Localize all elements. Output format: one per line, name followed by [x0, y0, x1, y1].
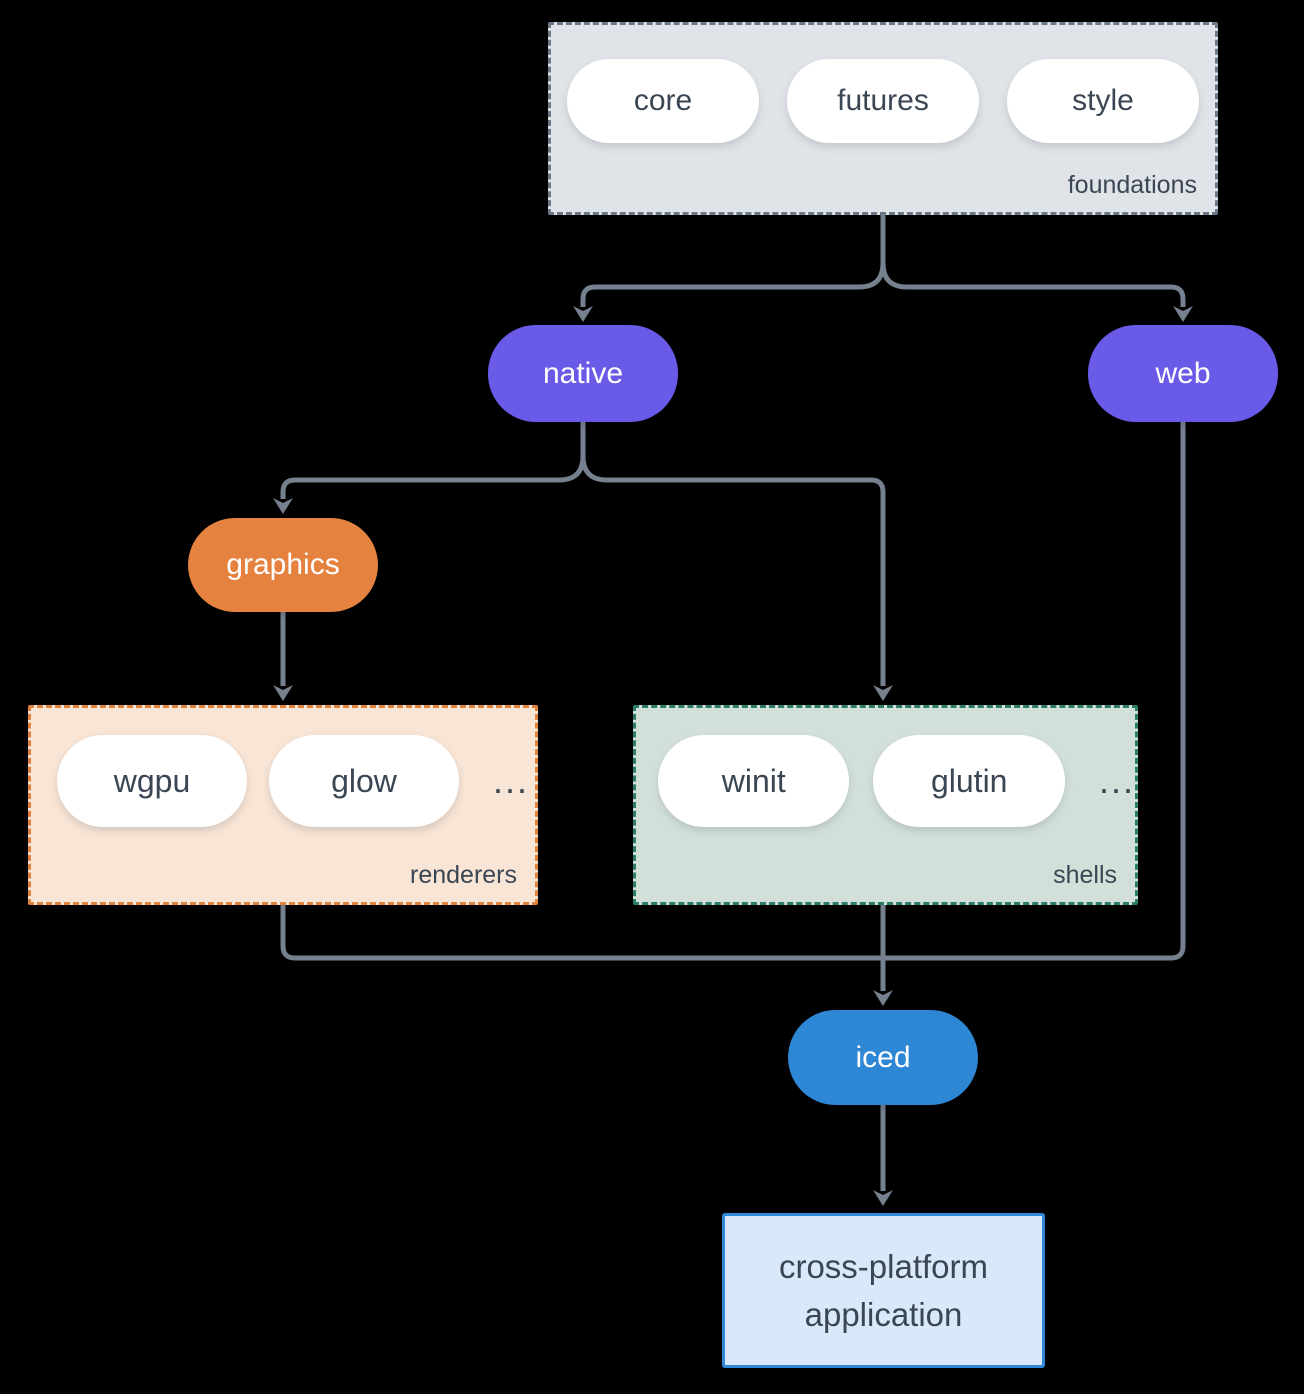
arrowhead-web [1173, 306, 1193, 322]
node-futures-label: futures [837, 84, 929, 117]
arrowhead-renderers [273, 685, 293, 701]
group-renderers: wgpu glow ... renderers [28, 705, 538, 905]
node-graphics-label: graphics [226, 548, 340, 581]
node-native-label: native [542, 356, 624, 390]
group-shells-label: shells [1053, 861, 1117, 889]
node-iced: iced [788, 1010, 978, 1105]
edge-foundations-web [880, 262, 1186, 307]
group-foundations-label: foundations [1067, 171, 1197, 199]
group-foundations: core futures style foundations [548, 22, 1218, 215]
node-web-label: web [1155, 356, 1211, 390]
node-style: style [1007, 59, 1199, 143]
node-web: web [1088, 325, 1278, 422]
node-glutin: glutin [873, 735, 1065, 827]
node-application: cross-platform application [722, 1213, 1045, 1368]
foundations-pills: core futures style [551, 25, 1215, 143]
arrowhead-native [573, 306, 593, 322]
node-glutin-label: glutin [930, 762, 1008, 799]
arrowhead-application [873, 1190, 893, 1206]
node-glow-label: glow [331, 762, 397, 799]
arrowhead-shells [873, 685, 893, 701]
node-winit-label: winit [721, 762, 786, 799]
node-iced-label: iced [855, 1040, 911, 1074]
group-shells: winit glutin ... shells [633, 705, 1138, 905]
edge-native-shells [580, 455, 886, 686]
connector-lines [280, 215, 1186, 1191]
renderers-ellipsis: ... [493, 760, 530, 801]
shells-ellipsis: ... [1098, 760, 1135, 801]
node-glow: glow [269, 735, 459, 827]
node-application-label-line1: cross-platform [778, 1247, 989, 1285]
edge-foundations-native [580, 215, 886, 307]
node-style-label: style [1072, 84, 1134, 117]
edge-native-graphics [280, 422, 586, 499]
renderers-pills: wgpu glow ... [31, 708, 535, 827]
arrowhead-graphics [273, 498, 293, 514]
node-core: core [567, 59, 759, 143]
node-winit: winit [658, 735, 850, 827]
node-wgpu: wgpu [57, 735, 247, 827]
node-wgpu-label: wgpu [113, 762, 191, 799]
node-core-label: core [633, 84, 693, 117]
node-graphics: graphics [188, 518, 378, 612]
group-renderers-label: renderers [410, 861, 517, 889]
node-native: native [488, 325, 678, 422]
node-application-label-line2: application [804, 1295, 963, 1333]
edge-renderers-iced [280, 905, 883, 961]
shells-pills: winit glutin ... [636, 708, 1135, 827]
arrowhead-iced [873, 990, 893, 1006]
node-futures: futures [787, 59, 979, 143]
